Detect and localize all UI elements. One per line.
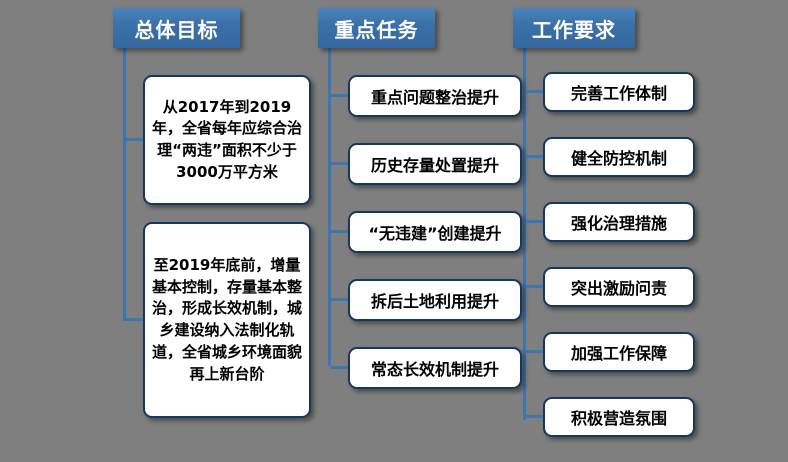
connector-line-vertical [523, 48, 526, 420]
column-overall-goal: 总体目标 从2017年到2019年，全省每年应综合治理“两违”面积不少于3000… [113, 8, 311, 418]
requirement-box-3: 强化治理措施 [526, 202, 695, 242]
task-box-1: 重点问题整治提升 [331, 75, 522, 117]
column-header-work-requirements: 工作要求 [513, 8, 635, 48]
connector-line-vertical [328, 48, 331, 366]
task-box-5: 常态长效机制提升 [331, 347, 522, 389]
column-items: 完善工作体制 健全防控机制 强化治理措施 突出激励问责 加强工作保障 积极营造氛… [526, 72, 695, 437]
goal-box-2: 至2019年底前，增量基本控制，存量基本整治，形成长效机制，城乡建设纳入法制化轨… [126, 222, 311, 418]
requirement-box-2: 健全防控机制 [526, 137, 695, 177]
column-items: 从2017年到2019年，全省每年应综合治理“两违”面积不少于3000万平方米 … [126, 75, 311, 418]
column-header-key-tasks: 重点任务 [318, 8, 435, 48]
column-key-tasks: 重点任务 重点问题整治提升 历史存量处置提升 “无违建”创建提升 拆后土地利用提… [318, 8, 522, 415]
column-work-requirements: 工作要求 完善工作体制 健全防控机制 强化治理措施 突出激励问责 加强工作保障 … [513, 8, 695, 462]
requirement-box-5: 加强工作保障 [526, 332, 695, 372]
connector-line-vertical [123, 48, 126, 321]
requirement-box-4: 突出激励问责 [526, 267, 695, 307]
task-box-4: 拆后土地利用提升 [331, 279, 522, 321]
goal-box-1: 从2017年到2019年，全省每年应综合治理“两违”面积不少于3000万平方米 [126, 75, 311, 205]
requirement-box-6: 积极营造氛围 [526, 397, 695, 437]
requirement-box-1: 完善工作体制 [526, 72, 695, 112]
task-box-2: 历史存量处置提升 [331, 143, 522, 185]
task-box-3: “无违建”创建提升 [331, 211, 522, 253]
column-items: 重点问题整治提升 历史存量处置提升 “无违建”创建提升 拆后土地利用提升 常态长… [331, 75, 522, 389]
column-header-overall-goal: 总体目标 [113, 8, 240, 48]
